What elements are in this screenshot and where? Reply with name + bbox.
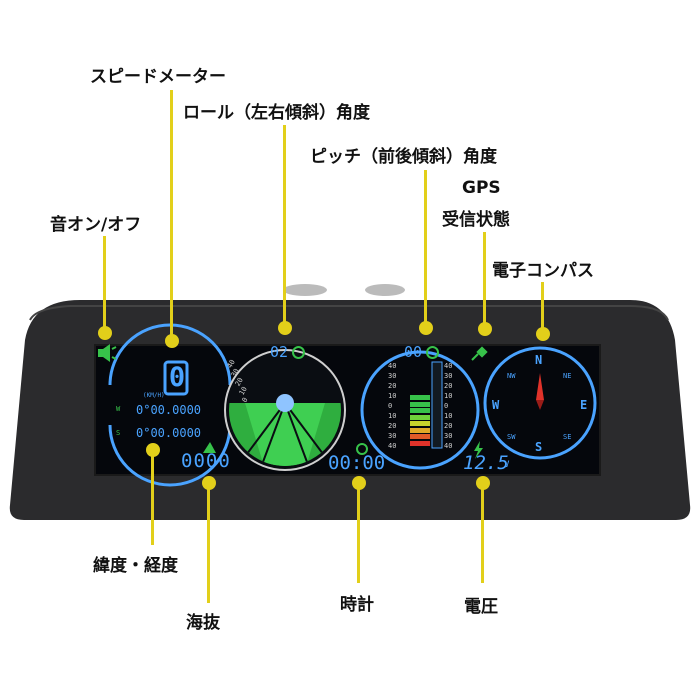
pitch-scale-tick: 10 — [388, 392, 397, 400]
pitch-level-bar — [410, 414, 430, 420]
pitch-scale-tick: 20 — [388, 382, 397, 390]
pitch-level-bar — [410, 408, 430, 413]
speedometer-label: スピードメーター — [90, 67, 226, 87]
voltage-label: 電圧 — [464, 597, 498, 617]
speed-value: 0 — [168, 362, 186, 393]
roll-dot — [278, 321, 292, 335]
altitude-line — [207, 483, 210, 603]
pitch-scale-tick: 40 — [444, 442, 453, 450]
pitch-scale-tick: 10 — [388, 412, 397, 420]
roll-label: ロール（左右傾斜）角度 — [183, 103, 370, 123]
compass-n: N — [535, 353, 543, 367]
pitch-scale-tick: 40 — [388, 362, 397, 370]
speed-unit: (KM/H) — [143, 392, 165, 399]
roll-icon — [292, 346, 305, 359]
compass-nw: NW — [507, 372, 516, 380]
compass-dot — [536, 327, 550, 341]
pitch-gauge — [360, 350, 480, 470]
pitch-value: 00 — [404, 343, 423, 361]
pitch-scale-tick: 10 — [444, 392, 453, 400]
pitch-level-bar — [410, 395, 430, 400]
pitch-scale-tick: 30 — [444, 372, 453, 380]
pitch-scale-tick: 40 — [388, 442, 397, 450]
compass-w: W — [492, 398, 500, 412]
speedometer-line — [170, 90, 173, 340]
voltage-line — [481, 483, 484, 583]
top-knob — [283, 284, 327, 296]
pitch-level-bar — [410, 440, 430, 446]
latlon-label: 緯度・経度 — [93, 556, 178, 576]
pitch-scale: 40 30 20 10 0 10 20 30 40 — [388, 362, 402, 452]
clock-line — [357, 483, 360, 583]
sound-line — [103, 236, 106, 331]
speaker-icon — [98, 344, 117, 362]
compass-e: E — [580, 398, 588, 412]
pitch-scale-tick: 30 — [444, 432, 453, 440]
longitude-value: 0°00.0000 — [136, 426, 202, 440]
gps-satellite-icon — [471, 346, 488, 361]
pitch-scale-tick: 30 — [388, 432, 397, 440]
latlon-line — [151, 450, 154, 545]
sound-label: 音オン/オフ — [50, 215, 142, 235]
gps-label-line1: GPS — [462, 178, 501, 198]
compass-se: SE — [563, 433, 572, 441]
altitude-label: 海抜 — [186, 613, 220, 633]
pitch-line — [424, 170, 427, 325]
voltage-value: 12.5 — [463, 452, 509, 474]
clock-icon — [356, 443, 368, 455]
pitch-scale-tick: 20 — [444, 422, 453, 430]
voltage-unit: V — [504, 460, 510, 470]
gps-label-line2: 受信状態 — [442, 210, 510, 230]
roll-gauge — [224, 349, 346, 471]
longitude-prefix: S — [116, 429, 121, 437]
pitch-scale-tick: 10 — [444, 412, 453, 420]
pitch-bars — [410, 395, 430, 447]
roll-scale-tick: 0 — [240, 396, 250, 404]
pitch-scale-tick: 30 — [388, 372, 397, 380]
pitch-scale-tick: 0 — [444, 402, 449, 410]
compass-ne: NE — [563, 372, 572, 380]
clock-label: 時計 — [340, 595, 374, 615]
top-knob — [365, 284, 405, 296]
compass-line — [541, 282, 544, 332]
pitch-scale-tick: 20 — [444, 382, 453, 390]
roll-value: 02 — [270, 343, 289, 361]
compass-s: S — [535, 440, 543, 454]
compass-dial — [483, 346, 597, 460]
latitude-value: 0°00.0000 — [136, 403, 202, 417]
speedometer-dot — [165, 334, 179, 348]
bolt-icon — [474, 441, 483, 459]
pitch-level-bar — [410, 401, 430, 407]
pitch-scale-right: 40 30 20 10 0 10 20 30 40 — [444, 362, 458, 452]
pitch-dot — [419, 321, 433, 335]
roll-line — [283, 125, 286, 325]
mountain-icon — [203, 442, 216, 453]
altitude-value: 0000 — [181, 450, 231, 472]
pitch-label: ピッチ（前後傾斜）角度 — [310, 147, 497, 167]
pitch-level-bar — [410, 427, 430, 433]
gps-line — [483, 232, 486, 327]
pitch-level-bar — [410, 434, 430, 439]
clock-value: 00:00 — [328, 452, 386, 474]
pitch-scale-tick: 0 — [388, 402, 393, 410]
pitch-icon — [426, 346, 439, 359]
compass-label: 電子コンパス — [492, 261, 594, 281]
pitch-level-bar — [410, 421, 430, 426]
compass-sw: SW — [507, 433, 516, 441]
pitch-scale-tick: 40 — [444, 362, 453, 370]
sound-dot — [98, 326, 112, 340]
pitch-scale-tick: 20 — [388, 422, 397, 430]
gps-dot — [478, 322, 492, 336]
latitude-prefix: W — [116, 405, 121, 413]
